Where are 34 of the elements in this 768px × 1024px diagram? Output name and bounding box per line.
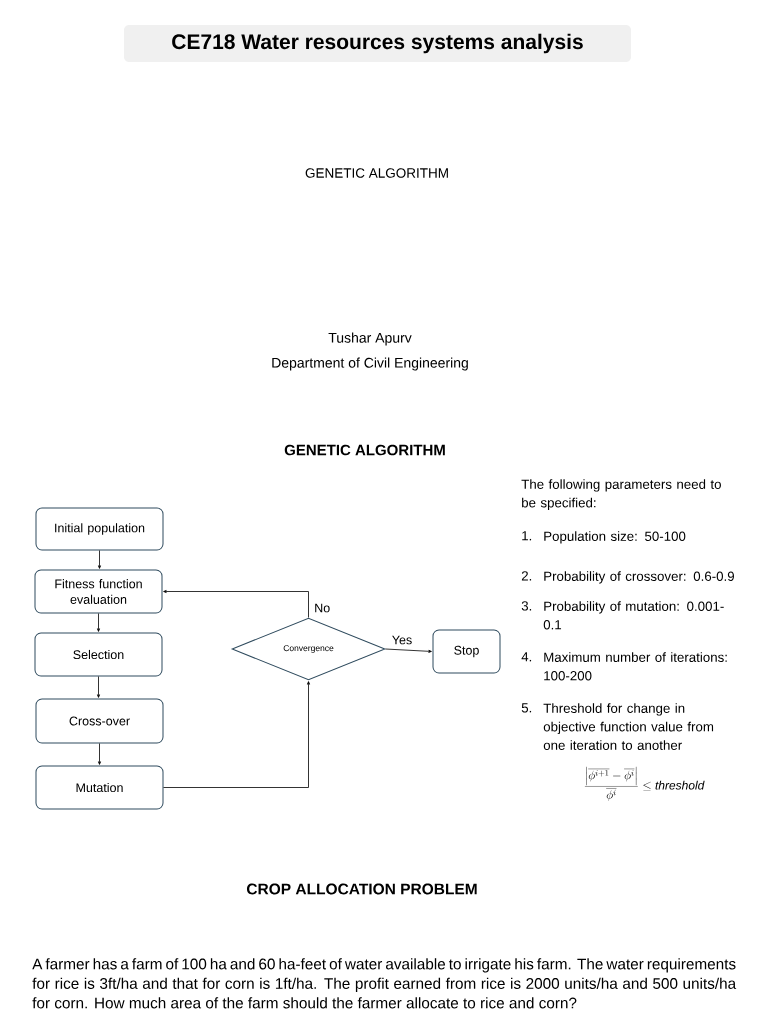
process-box: Mutation [35, 765, 164, 810]
edge-label: No [313, 602, 332, 614]
section-heading: GENETIC ALGORITHM [284, 444, 445, 456]
title-banner: CE718 Water resources systems analysis [124, 25, 631, 62]
department-name: Department of Civil Engineering [272, 357, 468, 371]
problem-text: A farmer has a farm of 100 ha and 60 ha-feet of water available to irrigate his farm. The water requirements for rice is 3ft/ha and that for corn is 1ft/ha. The profit earned from rice is 2000 units/ha and 500 units/ha for corn. How much area of the farm should the farmer allocate to rice and corn? [32, 958, 737, 1009]
list-item: Probability of mutation: 0.001-0.1 [543, 601, 724, 630]
process-box: Initial population [35, 507, 164, 551]
section-heading: CROP ALLOCATION PROBLEM [247, 883, 477, 895]
list-number: 3. [521, 601, 532, 611]
process-box: Cross-over [35, 698, 164, 744]
list-number: 1. [522, 531, 532, 541]
arrow [98, 743, 101, 765]
process-box: Fitness function evaluation [34, 569, 163, 614]
formula: $\frac{\left|\overline{\phi^{i+1}}-\overline{\phi^{i}}\right|}{\overline{\phi^{i}}}\leq \mathit{threshold}$ [584, 766, 705, 802]
arrow [385, 648, 432, 653]
arrow [163, 590, 309, 618]
process-box: Selection [34, 632, 163, 677]
arrow [97, 613, 100, 632]
list-item: Probability of crossover: 0.6-0.9 [544, 571, 734, 584]
intro-text: The following parameters need to be specified: [521, 479, 721, 511]
author-name: Tushar Apurv [328, 332, 412, 346]
subtitle: GENETIC ALGORITHM [305, 168, 448, 178]
arrow [98, 550, 101, 569]
list-item: Threshold for change in objective function value from one iteration to another [543, 703, 714, 750]
list-item: Population size: 50-100 [544, 531, 686, 544]
edge-label: Yes [390, 634, 414, 646]
list-number: 5. [521, 703, 532, 713]
list-item: Maximum number of iterations: 100-200 [544, 652, 727, 681]
list-number: 2. [521, 571, 532, 581]
arrow [97, 676, 100, 698]
terminal-box: Stop [432, 629, 501, 674]
list-number: 4. [521, 652, 532, 662]
arrow [163, 681, 310, 788]
